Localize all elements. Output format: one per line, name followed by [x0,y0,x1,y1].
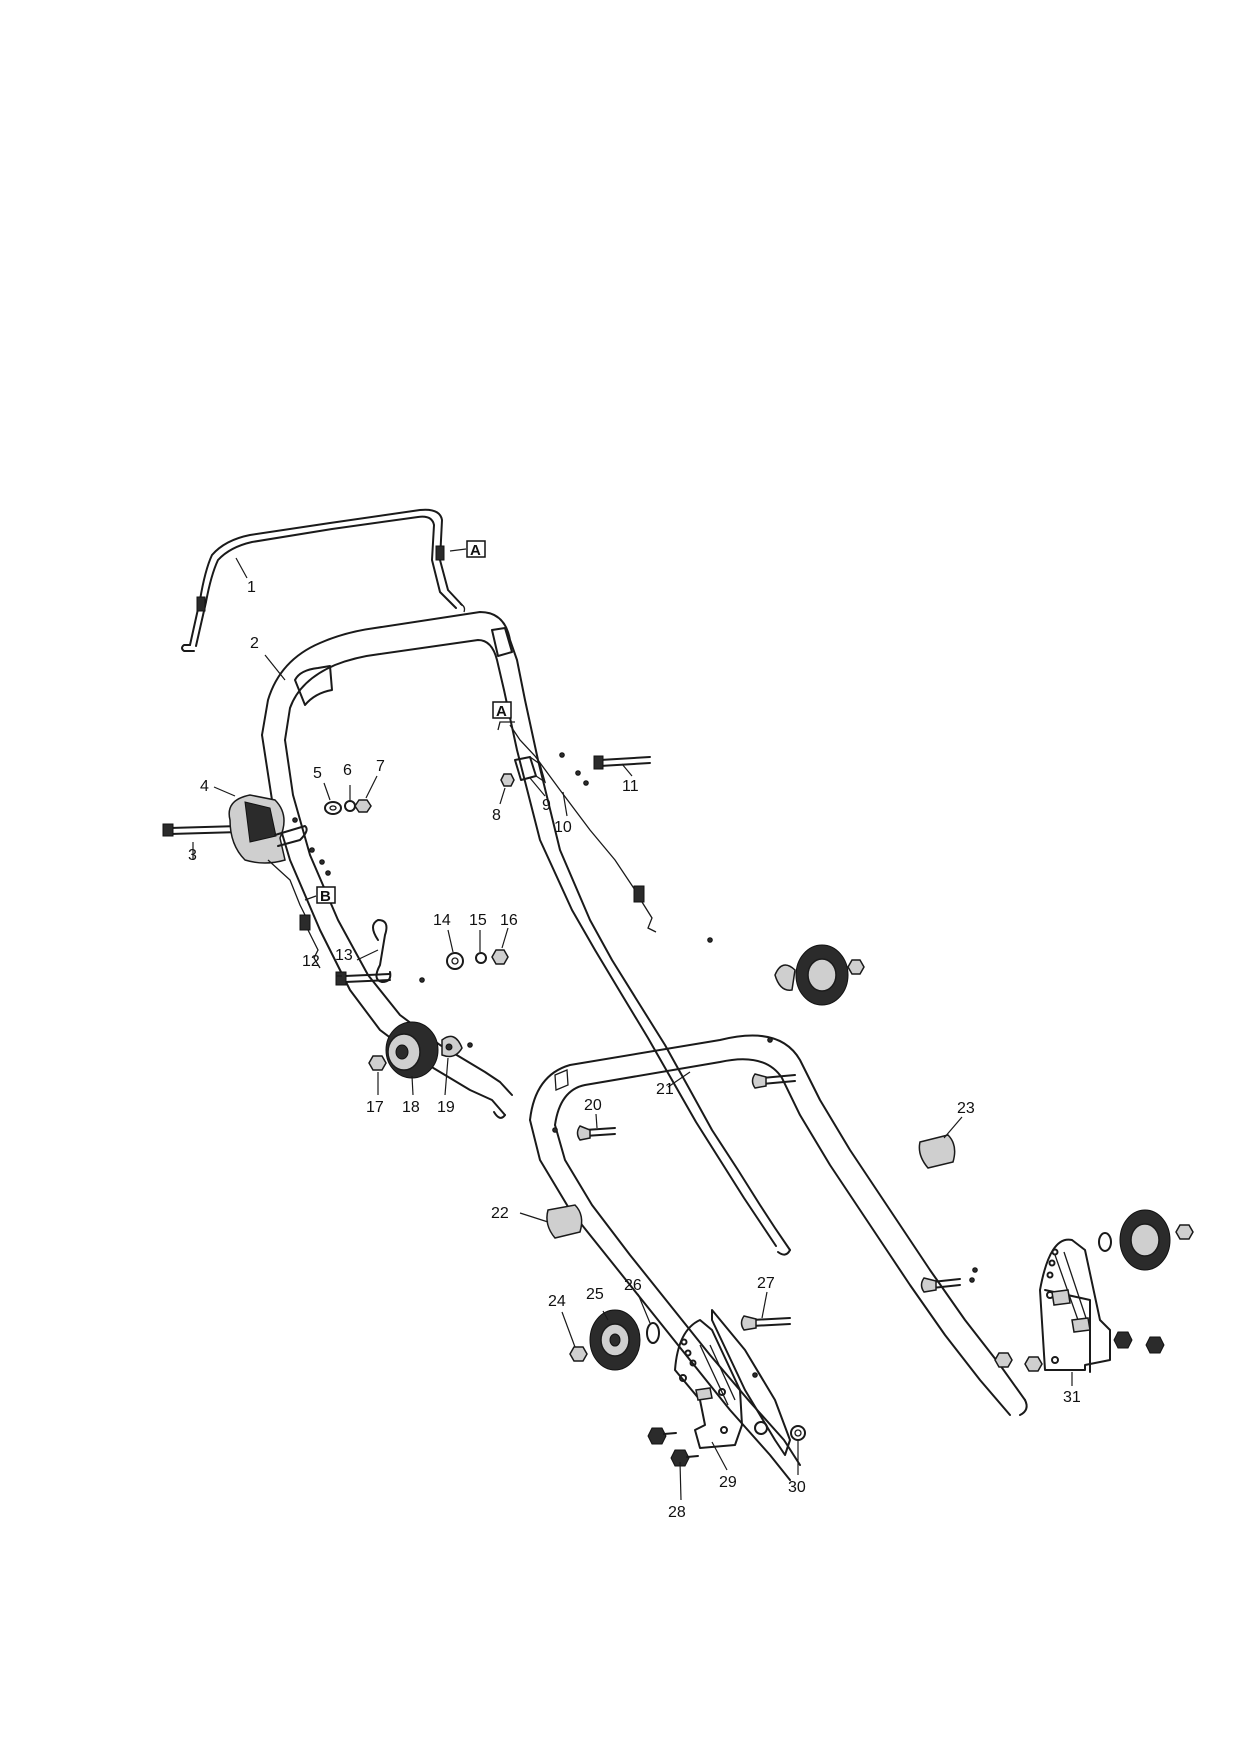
part-label-27: 27 [757,1275,775,1292]
cam-washer-19 [441,1035,463,1058]
bolt-27 [740,1315,791,1331]
nut-24 [569,1346,588,1362]
ref-marker-a-mid: A [492,701,512,720]
ref-marker-a-mid-label: A [496,703,507,720]
part-label-18: 18 [402,1099,420,1116]
part-label-12: 12 [302,953,320,970]
bolt-3 [162,823,241,837]
part-label-19: 19 [437,1099,455,1116]
washer-14 [446,952,464,970]
part-label-6: 6 [343,762,352,779]
part-label-3: 3 [188,847,197,864]
nut-7 [354,799,372,813]
star-knob-right-upper [774,944,865,1006]
part-label-25: 25 [586,1286,604,1303]
bolt-28 [647,1427,699,1467]
part-label-31: 31 [1063,1389,1081,1406]
nut-17 [368,1055,387,1071]
part-label-4: 4 [200,778,209,795]
ref-marker-b: B [304,886,336,905]
cable-clip-22 [546,1204,583,1239]
cable-clip-9 [514,756,547,784]
part-label-29: 29 [719,1474,737,1491]
ref-marker-a-top-label: A [470,542,481,559]
part-label-23: 23 [957,1100,975,1117]
part-label-9: 9 [542,797,551,814]
part-label-17: 17 [366,1099,384,1116]
cable-clip-23 [918,1134,956,1169]
part-label-7: 7 [376,758,385,775]
bolt-11 [593,755,651,770]
part-labels: 1 2 3 4 5 6 7 8 9 10 11 12 13 14 15 16 1… [188,579,1081,1521]
control-bail [181,508,466,652]
nut-8 [500,773,515,787]
part-label-22: 22 [491,1205,509,1222]
part-label-15: 15 [469,912,487,929]
star-knob-18 [385,1021,439,1079]
brake-lever-housing [228,794,321,969]
part-label-10: 10 [554,819,572,836]
part-label-16: 16 [500,912,518,929]
part-label-11: 11 [622,778,639,795]
bolt-21-upper [751,1073,796,1089]
part-label-8: 8 [492,807,501,824]
bolt-20 [576,1125,616,1141]
part-label-21: 21 [656,1081,674,1098]
lock-washer-6 [344,800,356,812]
part-label-2: 2 [250,635,259,652]
cable-10 [497,721,657,933]
part-label-20: 20 [584,1097,602,1114]
part-label-1: 1 [247,579,256,596]
ref-marker-b-label: B [320,888,331,905]
height-bracket-31 [920,1209,1194,1373]
part-label-26: 26 [624,1277,642,1294]
part-label-14: 14 [433,912,451,929]
bolt-12 [335,971,391,986]
lock-washer-15 [475,952,487,964]
washer-26 [646,1322,660,1344]
part-label-30: 30 [788,1479,806,1496]
height-bracket-29 [674,1319,743,1449]
part-label-24: 24 [548,1293,566,1310]
leader-lines [192,557,1073,1501]
ref-marker-a-top: A [449,540,486,559]
hook-13 [372,919,392,983]
washer-5 [324,801,342,815]
nut-16 [491,949,509,965]
part-label-5: 5 [313,765,322,782]
star-knob-25 [589,1309,641,1371]
part-label-13: 13 [335,947,353,964]
part-label-28: 28 [668,1504,686,1521]
lower-handle [529,1034,1028,1481]
washer-30 [754,1421,806,1441]
upper-handle [261,611,791,1256]
